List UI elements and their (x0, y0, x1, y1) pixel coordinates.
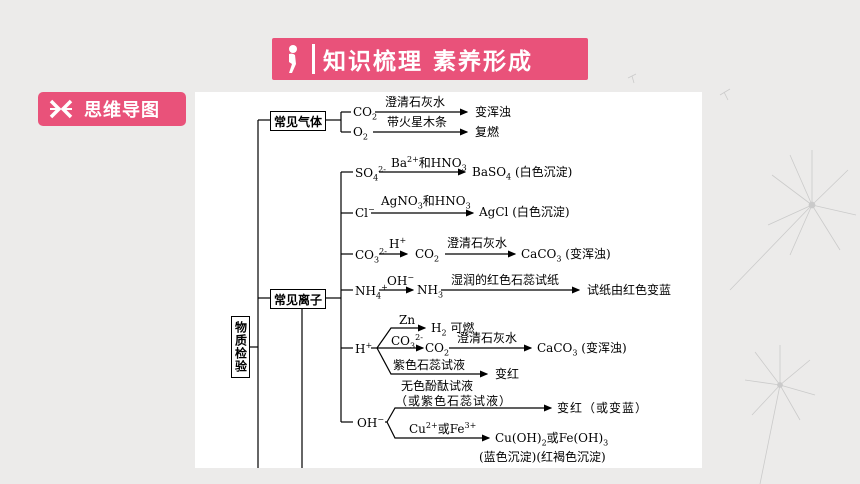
chloride-result: (白色沉淀) (512, 205, 570, 219)
sulfate-product: BaSO4 (白色沉淀) (472, 165, 573, 182)
carbonate-reagent: 澄清石灰水 (447, 236, 508, 250)
common-ions-node: 常见离子 (270, 289, 326, 309)
acid-litmus-result: 变红 (495, 367, 520, 381)
carbonate-result: (变浑浊) (565, 247, 611, 261)
hydroxide-precipitate-colors: (蓝色沉淀)(红褐色沉淀) (479, 450, 606, 464)
carbonate-gas: CO2 (415, 247, 440, 264)
hydroxide-precipitates: Cu(OH)2或Fe(OH)3 (495, 431, 609, 448)
common-ions-label: 常见离子 (273, 292, 322, 307)
mindmap-panel: 物质检验 常见气体 常见离子 CO2 澄清石灰水 变浑浊 O2 带火星木条 复燃… (195, 92, 702, 468)
precip-or: 或 (546, 431, 559, 445)
chloride-product: AgCl (白色沉淀) (479, 205, 570, 219)
hydroxide-reagent-line1: 无色酚酞试液 (401, 379, 474, 393)
sulfate-reagent: Ba2+和HNO3 (391, 155, 467, 173)
hydrogen-gas-result: H2 可燃 (431, 321, 475, 338)
root-node-label: 物质检验 (233, 321, 248, 373)
acid-co2: CO2 (425, 341, 450, 358)
carbonate-species: CO32- (355, 247, 387, 265)
co2-reagent: 澄清石灰水 (385, 95, 446, 109)
connector-lines (249, 108, 581, 468)
chloride-species: Cl− (355, 205, 375, 220)
common-gases-label: 常见气体 (273, 114, 322, 129)
chloride-reagent: AgNO3和HNO3 (381, 194, 471, 211)
co2-result: 变浑浊 (475, 105, 512, 119)
carbonate-reagent-h: H+ (389, 236, 407, 251)
ammonium-species: NH4+ (355, 283, 388, 301)
sulfate-species: SO42- (355, 165, 386, 183)
acid-carbonate-reagent: CO32- (391, 333, 423, 351)
ammonia-gas: NH3 (417, 283, 444, 300)
acid-litmus-reagent: 紫色石蕊试液 (393, 358, 466, 372)
person-icon (272, 38, 312, 80)
banner-title: 知识梳理 素养形成 (323, 49, 534, 75)
carbonate-product: CaCO3 (变浑浊) (521, 247, 611, 264)
common-gases-node: 常见气体 (270, 111, 326, 131)
hydrogen-gas-flammable: 可燃 (450, 321, 475, 335)
co2-species: CO2 (353, 105, 378, 122)
hydroxide-result: 变红（或变蓝） (557, 401, 649, 415)
cross-arrows-icon (38, 92, 84, 126)
ammonium-reagent-oh: OH− (387, 273, 415, 288)
mindmap-tag-label: 思维导图 (84, 100, 160, 121)
ammonium-result: 试纸由红色变蓝 (587, 283, 672, 297)
acid-limewater: 澄清石灰水 (457, 331, 518, 345)
acid-caco3: CaCO3 (变浑浊) (537, 341, 627, 358)
ammonium-reagent: 湿润的红色石蕊试纸 (451, 273, 560, 287)
banner-separator (312, 44, 315, 74)
hydrogen-ion-species: H+ (355, 341, 373, 356)
section-banner: 知识梳理 素养形成 (272, 38, 588, 80)
hydroxide-metal-reagent: Cu2+或Fe3+ (409, 421, 477, 436)
o2-species: O2 (353, 125, 368, 142)
root-node: 物质检验 (231, 316, 250, 378)
hydroxide-species: OH− (357, 415, 385, 430)
acid-caco3-result: (变浑浊) (581, 341, 627, 355)
zinc-reagent: Zn (399, 313, 416, 327)
mindmap-tag: 思维导图 (38, 92, 186, 126)
o2-reagent: 带火星木条 (387, 115, 448, 129)
sulfate-result: (白色沉淀) (514, 165, 573, 179)
hydroxide-reagent-line2: （或紫色石蕊试液） (395, 394, 513, 408)
o2-result: 复燃 (475, 125, 500, 139)
metal-or: 或 (437, 422, 450, 436)
